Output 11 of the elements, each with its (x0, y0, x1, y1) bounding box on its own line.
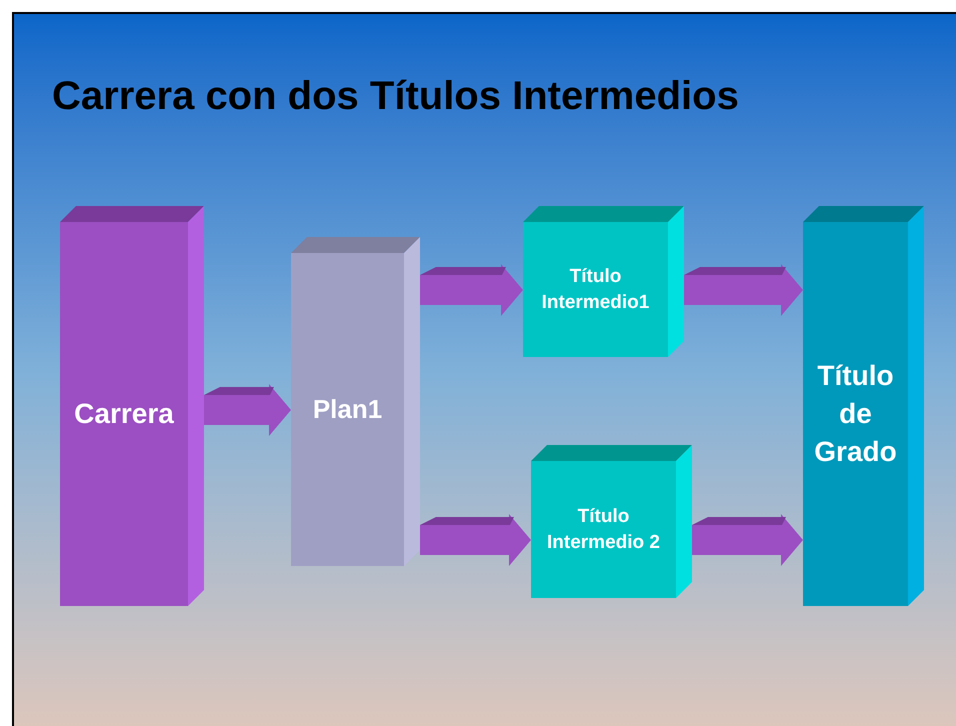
block-arrow (684, 264, 803, 316)
block-arrow (420, 264, 523, 316)
box-label: Título de Grado (813, 359, 898, 469)
box-label: Carrera (73, 397, 175, 432)
box-label: Título Intermedio1 (540, 264, 650, 314)
title: Carrera con dos Títulos Intermedios (52, 73, 739, 120)
block-arrow (204, 384, 291, 436)
box-label: Plan1 (312, 392, 384, 426)
box-label: Título Intermedio 2 (546, 504, 661, 554)
block-arrow (420, 514, 531, 566)
block-arrow (692, 514, 803, 566)
